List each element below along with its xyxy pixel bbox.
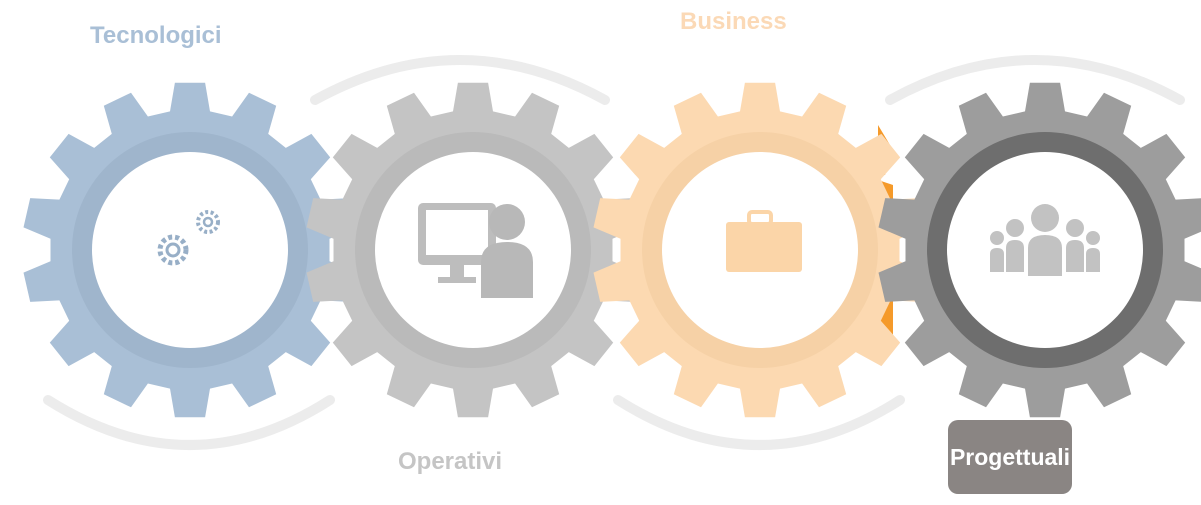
- arc-top-operativi: [310, 55, 610, 105]
- arc-bottom-business: [613, 395, 905, 450]
- team-icon: [990, 204, 1100, 276]
- gears-icon: [157, 210, 220, 266]
- label-progettuali: Progettuali: [948, 420, 1072, 494]
- arc-top-progettuali: [885, 55, 1185, 105]
- computer-user-icon: [418, 203, 533, 298]
- label-operativi: Operativi: [398, 448, 503, 475]
- gear-tecnologici: [23, 82, 357, 418]
- briefcase-icon: [726, 210, 802, 272]
- label-business: Business: [680, 8, 787, 35]
- arc-bottom-tecnologici: [43, 395, 335, 450]
- label-tecnologici: Tecnologici: [90, 22, 222, 49]
